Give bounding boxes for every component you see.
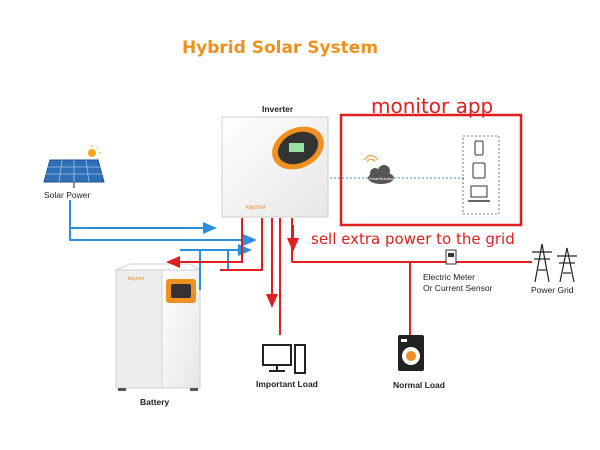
electric-meter-icon xyxy=(445,249,457,265)
power-grid-label: Power Grid xyxy=(531,285,574,295)
devices-box xyxy=(462,135,500,215)
solar-panel-icon xyxy=(43,159,105,188)
tablet-icon xyxy=(472,162,486,179)
svg-text:kaymer: kaymer xyxy=(246,205,266,211)
sun-icon xyxy=(88,145,101,160)
svg-text:SmartSolution: SmartSolution xyxy=(369,176,394,181)
svg-text:kaymer: kaymer xyxy=(128,276,145,282)
computer-icon xyxy=(262,344,306,374)
monitor-app-box xyxy=(339,113,523,227)
battery-label: Battery xyxy=(140,397,170,407)
cloud-icon: SmartSolution xyxy=(363,155,394,184)
important-load-label: Important Load xyxy=(256,379,318,389)
normal-load-label: Normal Load xyxy=(393,380,445,390)
power-grid-icon xyxy=(532,243,577,283)
meter-label-line1: Electric Meter xyxy=(423,272,475,282)
inverter-label: Inverter xyxy=(262,104,294,114)
ac-flow-lines xyxy=(166,218,532,335)
monitor-app-annotation: monitor app xyxy=(371,94,494,118)
meter-label-line2: Or Current Sensor xyxy=(423,283,493,293)
battery-unit: kaymer xyxy=(115,263,201,391)
laptop-icon xyxy=(468,185,490,202)
dc-flow-lines xyxy=(69,200,257,290)
sell-power-annotation: sell extra power to the grid xyxy=(311,230,515,248)
diagram-title: Hybrid Solar System xyxy=(181,38,379,58)
solar-power-label: Solar Power xyxy=(44,190,91,200)
washing-machine-icon xyxy=(398,335,424,371)
inverter-unit: kaymer xyxy=(221,116,329,218)
phone-icon xyxy=(474,140,484,156)
